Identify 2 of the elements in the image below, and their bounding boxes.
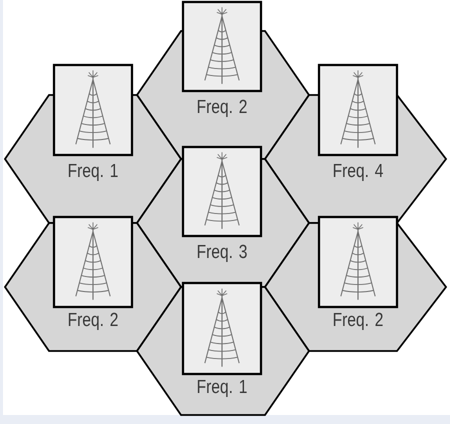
node-label: Freq. 2 [334,312,383,330]
node-label: Freq. 4 [334,164,383,181]
